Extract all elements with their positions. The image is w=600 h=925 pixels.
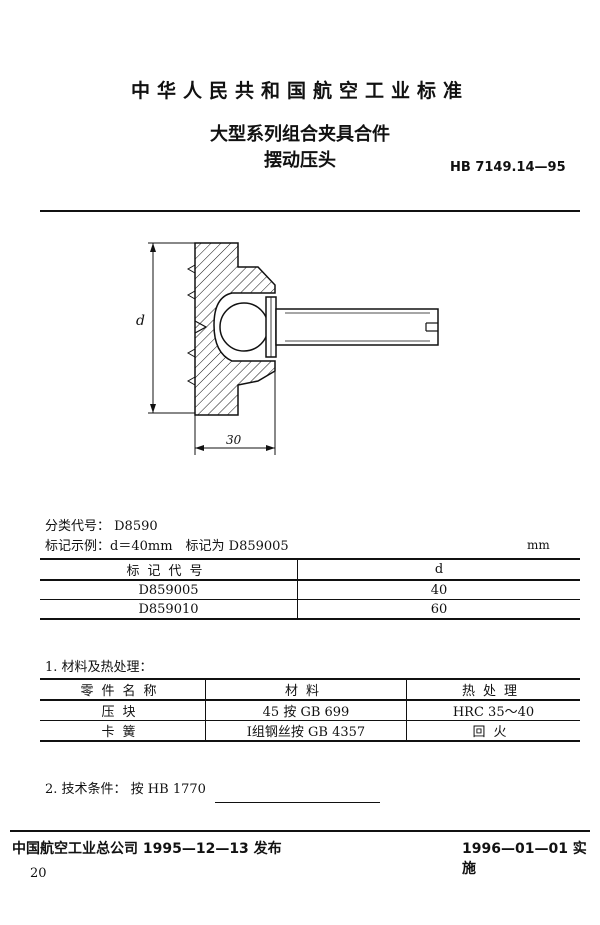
cell-d: 60: [297, 599, 580, 620]
col-header-material: 材料: [205, 678, 407, 701]
cell-part: 压块: [40, 699, 206, 721]
org-title: 中华人民共和国航空工业标准: [130, 80, 469, 102]
cell-heat: HRC 35～40: [406, 699, 580, 721]
size-table: 标记代号 d D859005 40 D859010 60: [40, 558, 580, 620]
cell-material: 45 按 GB 699: [205, 699, 407, 721]
col-header-heat: 热处理: [406, 678, 580, 701]
marking-example: 标记示例：d＝40mm 标记为 D859005: [45, 539, 289, 554]
title-line-1: 大型系列组合夹具合件: [210, 124, 390, 145]
unit-label: mm: [527, 538, 550, 552]
center-notch: [194, 320, 208, 334]
cell-d: 40: [297, 579, 580, 600]
materials-table-header: 零件名称 材料 热处理: [40, 678, 580, 701]
header-rule: [40, 210, 580, 212]
d-dim-arrow-bottom: [150, 404, 156, 413]
face-notch-4: [186, 376, 196, 386]
face-notch-3: [186, 348, 196, 358]
page-number: 20: [30, 866, 47, 881]
col-header-d: d: [297, 558, 580, 581]
d-dim-arrow-top: [150, 243, 156, 252]
technical-drawing: d 30: [136, 242, 439, 455]
end-rule: [215, 802, 380, 803]
effective-date: 1996—01—01 实施: [462, 841, 587, 877]
screw-shank: [275, 308, 439, 346]
cell-heat: 回火: [406, 720, 580, 742]
size-table-header: 标记代号 d: [40, 558, 580, 581]
table-row: 压块 45 按 GB 699 HRC 35～40: [40, 699, 580, 721]
col-header-mark: 标记代号: [40, 558, 298, 581]
table-row: D859010 60: [40, 599, 580, 620]
standard-title: 大型系列组合夹具合件 摆动压头: [0, 122, 600, 174]
standard-number: HB 7149.14—95: [450, 160, 566, 175]
materials-heading: 1. 材料及热处理：: [45, 660, 153, 675]
issue-info: 中国航空工业总公司 1995—12—13 发布: [12, 841, 282, 857]
ball: [219, 302, 269, 352]
length-label: 30: [226, 433, 242, 447]
table-row: 卡簧 Ⅰ组钢丝按 GB 4357 回火: [40, 720, 580, 742]
cell-mark: D859005: [40, 579, 298, 600]
technical-conditions: 2. 技术条件： 按 HB 1770: [45, 782, 206, 797]
cell-part: 卡簧: [40, 720, 206, 742]
materials-table: 零件名称 材料 热处理 压块 45 按 GB 699 HRC 35～40 卡簧 …: [40, 678, 580, 742]
clamp-head-section: [194, 242, 276, 416]
diameter-label: d: [136, 313, 145, 329]
cell-mark: D859010: [40, 599, 298, 620]
title-line-2: 摆动压头: [264, 150, 336, 171]
footer-rule: [10, 830, 590, 832]
face-notch-2: [186, 290, 196, 300]
table-row: D859005 40: [40, 579, 580, 600]
col-header-part: 零件名称: [40, 678, 206, 701]
cell-material: Ⅰ组钢丝按 GB 4357: [205, 720, 407, 742]
classification-code: 分类代号： D8590: [45, 519, 158, 534]
face-notch-1: [186, 264, 196, 274]
